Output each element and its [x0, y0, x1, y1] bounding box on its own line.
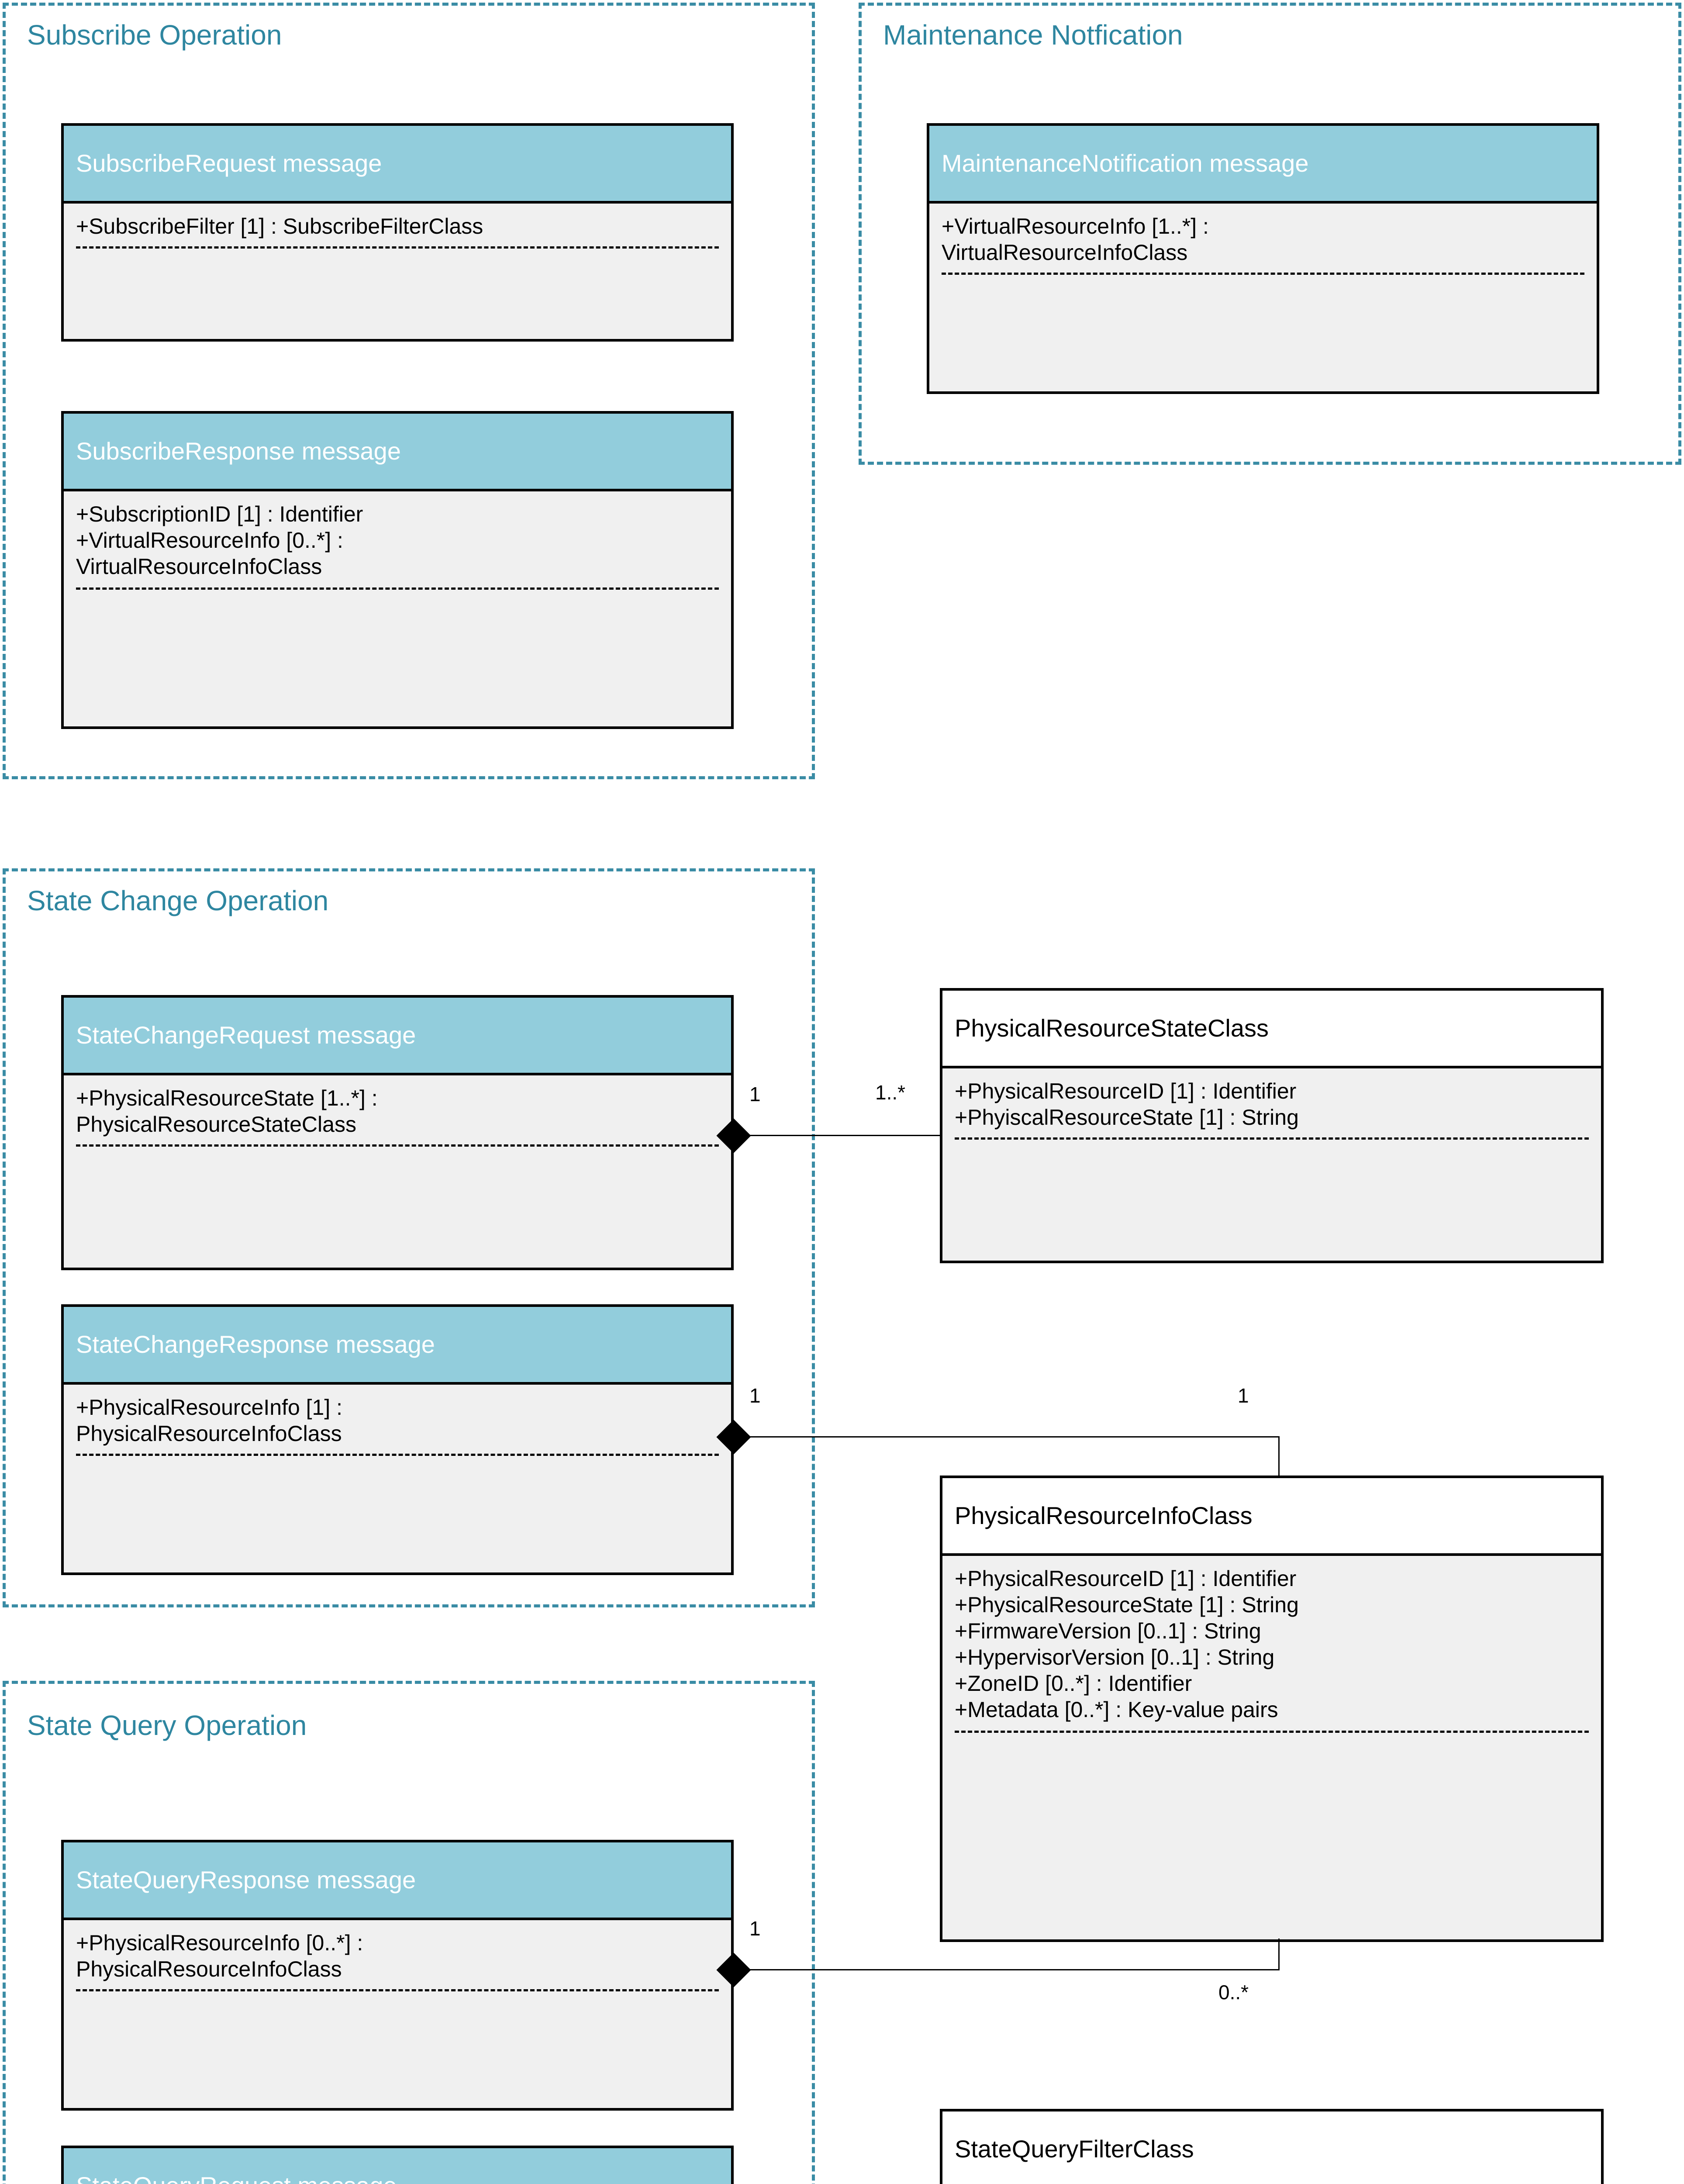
- box-header: StateChangeResponse message: [64, 1307, 731, 1385]
- multiplicity-target-prsc: 1..*: [875, 1081, 906, 1104]
- box-title: MaintenanceNotification message: [942, 149, 1309, 177]
- compartment-separator: [76, 1989, 719, 1991]
- attribute-row: +SubscriptionID [1] : Identifier: [76, 502, 363, 526]
- multiplicity-source-scrsp: 1: [749, 1384, 761, 1407]
- package-subscribe-operation: [3, 3, 815, 779]
- box-title: PhysicalResourceInfoClass: [955, 1501, 1253, 1529]
- association-line-scr-prsc: [742, 1135, 940, 1136]
- box-attributes: +SubscribeFilter [1] : SubscribeFilterCl…: [64, 204, 731, 339]
- attribute-row: +PhysicalResourceState [1] : String: [955, 1593, 1299, 1617]
- association-line-sqrsp-pric-horizontal: [742, 1969, 1280, 1970]
- attribute-row: PhysicalResourceInfoClass: [76, 1421, 342, 1446]
- box-subscribe-response-message: SubscribeResponse message +SubscriptionI…: [61, 411, 734, 729]
- box-attributes: +PhysicalResourceState [1..*] : Physical…: [64, 1075, 731, 1268]
- association-line-sqrsp-pric-vertical: [1278, 1939, 1280, 1970]
- compartment-separator: [76, 587, 719, 590]
- compartment-separator: [942, 273, 1584, 275]
- box-header: PhysicalResourceStateClass: [942, 991, 1601, 1068]
- attribute-row: +VirtualResourceInfo [1..*] :: [942, 214, 1209, 238]
- box-subscribe-request-message: SubscribeRequest message +SubscribeFilte…: [61, 123, 734, 342]
- box-attributes: +PhysicalResourceID [1] : Identifier +Ph…: [942, 1556, 1601, 1939]
- multiplicity-source-sqrsp: 1: [749, 1917, 761, 1940]
- box-title: StateQueryResponse message: [76, 1866, 416, 1894]
- box-state-change-response-message: StateChangeResponse message +PhysicalRes…: [61, 1304, 734, 1575]
- attribute-row: +PhysicalResourceID [1] : Identifier: [955, 1566, 1297, 1591]
- box-title: StateChangeRequest message: [76, 1021, 416, 1049]
- box-title: StateChangeResponse message: [76, 1330, 435, 1358]
- attribute-row: +ZoneID [0..*] : Identifier: [955, 1671, 1192, 1696]
- box-header: StateQueryResponse message: [64, 1842, 731, 1920]
- attribute-row: +PhysicalResourceInfo [0..*] :: [76, 1931, 363, 1955]
- box-header: MaintenanceNotification message: [929, 126, 1597, 204]
- attribute-row: PhysicalResourceInfoClass: [76, 1957, 342, 1981]
- attribute-row: +SubscribeFilter [1] : SubscribeFilterCl…: [76, 214, 483, 238]
- package-state-change-operation: [3, 868, 815, 1607]
- box-header: StateQueryRequest message: [64, 2148, 731, 2184]
- compartment-separator: [955, 1137, 1589, 1140]
- package-title-subscribe-operation: Subscribe Operation: [27, 19, 282, 51]
- attribute-row: +FirmwareVersion [0..1] : String: [955, 1619, 1261, 1643]
- package-title-maintenance-notification: Maintenance Notfication: [883, 19, 1183, 51]
- compartment-separator: [76, 1144, 719, 1147]
- package-maintenance-notification: [859, 3, 1681, 465]
- multiplicity-target-pric-top: 1: [1238, 1384, 1249, 1407]
- box-state-query-request-message: StateQueryRequest message StateQueryFilt…: [61, 2146, 734, 2184]
- box-title: SubscribeResponse message: [76, 437, 401, 465]
- attribute-row: +PhysicalResourceID [1] : Identifier: [955, 1079, 1297, 1103]
- box-attributes: +PhysicalResourceInfo [1] : PhysicalReso…: [64, 1385, 731, 1572]
- compartment-separator: [76, 1454, 719, 1456]
- box-header: SubscribeResponse message: [64, 414, 731, 491]
- box-header: PhysicalResourceInfoClass: [942, 1478, 1601, 1556]
- box-maintenance-notification-message: MaintenanceNotification message +Virtual…: [927, 123, 1599, 394]
- box-attributes: +PhysicalResourceID [1] : Identifier +Ph…: [942, 1068, 1601, 1261]
- box-state-change-request-message: StateChangeRequest message +PhysicalReso…: [61, 995, 734, 1270]
- multiplicity-source-scr: 1: [749, 1083, 761, 1106]
- box-title: PhysicalResourceStateClass: [955, 1014, 1269, 1042]
- box-header: StateChangeRequest message: [64, 998, 731, 1075]
- attribute-row: +PhyiscalResourceState [1] : String: [955, 1105, 1299, 1130]
- box-state-query-response-message: StateQueryResponse message +PhysicalReso…: [61, 1840, 734, 2111]
- box-attributes: +PhysicalResourceInfo [0..*] : PhysicalR…: [64, 1920, 731, 2108]
- attribute-row: +PhysicalResourceState [1..*] :: [76, 1086, 378, 1110]
- attribute-row: VirtualResourceInfoClass: [942, 240, 1188, 265]
- attribute-row: +VirtualResourceInfo [0..*] :: [76, 528, 343, 553]
- box-physical-resource-state-class: PhysicalResourceStateClass +PhysicalReso…: [940, 988, 1604, 1263]
- association-line-scrsp-pric-vertical: [1278, 1436, 1280, 1478]
- package-title-state-query-operation: State Query Operation: [27, 1710, 307, 1741]
- box-header: SubscribeRequest message: [64, 126, 731, 204]
- attribute-row: +Metadata [0..*] : Key-value pairs: [955, 1697, 1278, 1722]
- attribute-row: PhysicalResourceStateClass: [76, 1112, 356, 1137]
- package-title-state-change-operation: State Change Operation: [27, 885, 329, 916]
- box-title: StateQueryFilterClass: [955, 2135, 1194, 2163]
- attribute-row: VirtualResourceInfoClass: [76, 554, 322, 579]
- package-state-query-operation: [3, 1681, 815, 2184]
- association-line-scrsp-pric-horizontal: [742, 1436, 1280, 1438]
- box-state-query-filter-class: StateQueryFilterClass +PhysicalResourceI…: [940, 2109, 1604, 2184]
- box-title: StateQueryRequest message: [76, 2172, 397, 2184]
- compartment-separator: [76, 246, 719, 249]
- box-physical-resource-info-class: PhysicalResourceInfoClass +PhysicalResou…: [940, 1476, 1604, 1942]
- box-attributes: +SubscriptionID [1] : Identifier +Virtua…: [64, 491, 731, 726]
- attribute-row: +HypervisorVersion [0..1] : String: [955, 1645, 1275, 1669]
- box-attributes: +VirtualResourceInfo [1..*] : VirtualRes…: [929, 204, 1597, 391]
- box-title: SubscribeRequest message: [76, 149, 382, 177]
- compartment-separator: [955, 1731, 1589, 1733]
- multiplicity-target-pric-bottom: 0..*: [1218, 1981, 1249, 2004]
- box-header: StateQueryFilterClass: [942, 2111, 1601, 2184]
- attribute-row: +PhysicalResourceInfo [1] :: [76, 1395, 343, 1420]
